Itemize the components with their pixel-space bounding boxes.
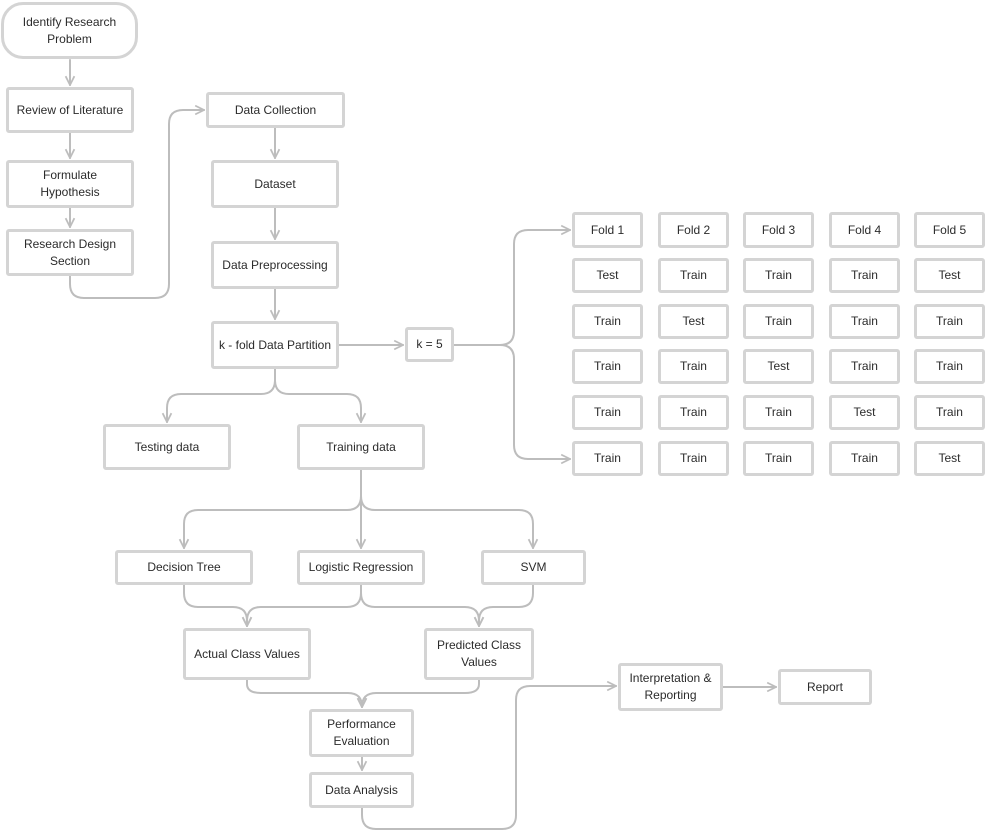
arrow-logistic-to-predicted — [360, 584, 479, 626]
k-value-node: k = 5 — [405, 327, 454, 362]
fold-cell: Train — [914, 349, 985, 384]
training-data-label: Training data — [326, 439, 396, 454]
performance-evaluation-label: Performance Evaluation — [327, 717, 396, 748]
performance-evaluation-node: Performance Evaluation — [309, 709, 414, 757]
arrow-partition-to-training — [274, 368, 361, 422]
arrow-actual-to-performance — [246, 679, 362, 707]
predicted-class-values-label: Predicted Class Values — [436, 638, 522, 669]
data-analysis-node: Data Analysis — [309, 772, 414, 808]
kfold-data-partition-node: k - fold Data Partition — [211, 321, 339, 369]
data-analysis-label: Data Analysis — [325, 782, 398, 797]
data-collection-label: Data Collection — [234, 102, 317, 117]
research-design-section-node: Research Design Section — [6, 229, 134, 276]
testing-data-node: Testing data — [103, 424, 231, 470]
interpretation-reporting-node: Interpretation & Reporting — [618, 663, 723, 711]
data-collection-node: Data Collection — [206, 92, 345, 128]
fold-cell: Train — [572, 349, 643, 384]
interpretation-reporting-label: Interpretation & Reporting — [629, 671, 712, 702]
review-of-literature-label: Review of Literature — [16, 102, 124, 117]
fold-cell: Train — [829, 349, 900, 384]
fold-cell: Test — [572, 258, 643, 293]
kfold-data-partition-label: k - fold Data Partition — [218, 337, 332, 352]
fold-header-2: Fold 2 — [658, 212, 729, 248]
report-label: Report — [806, 679, 844, 694]
arrow-logistic-to-actual — [247, 584, 362, 626]
arrow-k-to-last-row — [453, 344, 570, 459]
fold-cell: Test — [914, 258, 985, 293]
dataset-label: Dataset — [254, 176, 296, 191]
fold-cell: Test — [914, 441, 985, 476]
training-data-node: Training data — [297, 424, 425, 470]
fold-header-1: Fold 1 — [572, 212, 643, 248]
fold-cell: Train — [572, 395, 643, 430]
arrow-design-to-collection — [69, 110, 204, 299]
identify-research-problem-label: Identify Research Problem — [22, 14, 117, 46]
fold-header-5: Fold 5 — [914, 212, 985, 248]
data-preprocessing-label: Data Preprocessing — [222, 257, 328, 272]
review-of-literature-node: Review of Literature — [6, 87, 134, 133]
fold-cell: Train — [914, 395, 985, 430]
dataset-node: Dataset — [211, 160, 339, 208]
fold-cell: Test — [829, 395, 900, 430]
arrow-svm-to-predicted — [479, 584, 534, 626]
arrow-k-to-fold-header — [453, 230, 570, 346]
arrow-partition-to-testing — [167, 368, 276, 422]
fold-cell: Train — [658, 441, 729, 476]
actual-class-values-node: Actual Class Values — [183, 628, 311, 680]
decision-tree-label: Decision Tree — [147, 560, 221, 574]
logistic-regression-label: Logistic Regression — [308, 560, 414, 574]
fold-cell: Train — [914, 304, 985, 339]
fold-cell: Train — [829, 258, 900, 293]
formulate-hypothesis-node: Formulate Hypothesis — [6, 160, 134, 208]
arrow-decision-tree-to-actual — [183, 584, 247, 626]
fold-header-4: Fold 4 — [829, 212, 900, 248]
logistic-regression-node: Logistic Regression — [297, 550, 425, 585]
fold-cell: Train — [829, 304, 900, 339]
fold-cell: Train — [743, 304, 814, 339]
testing-data-label: Testing data — [134, 439, 200, 454]
data-preprocessing-node: Data Preprocessing — [211, 241, 339, 289]
k-value-label: k = 5 — [416, 337, 443, 351]
fold-cell: Train — [829, 441, 900, 476]
fold-cell: Train — [572, 441, 643, 476]
fold-cell: Train — [743, 258, 814, 293]
fold-cell: Train — [743, 395, 814, 430]
svm-label: SVM — [520, 560, 547, 574]
fold-cell: Train — [743, 441, 814, 476]
fold-cell: Test — [658, 304, 729, 339]
svm-node: SVM — [481, 550, 586, 585]
arrow-training-to-decision-tree — [184, 469, 362, 548]
arrow-training-to-svm — [360, 469, 533, 548]
identify-research-problem-node: Identify Research Problem — [1, 2, 138, 59]
formulate-hypothesis-label: Formulate Hypothesis — [40, 168, 100, 199]
fold-header-3: Fold 3 — [743, 212, 814, 248]
fold-cell: Train — [572, 304, 643, 339]
predicted-class-values-node: Predicted Class Values — [424, 628, 534, 680]
actual-class-values-label: Actual Class Values — [194, 646, 300, 661]
fold-cell: Train — [658, 349, 729, 384]
fold-cell: Test — [743, 349, 814, 384]
report-node: Report — [778, 669, 872, 705]
decision-tree-node: Decision Tree — [115, 550, 253, 585]
research-design-section-label: Research Design Section — [23, 236, 117, 268]
arrow-predicted-to-performance — [362, 679, 480, 707]
arrow-analysis-to-interpretation — [361, 686, 616, 830]
fold-cell: Train — [658, 395, 729, 430]
fold-cell: Train — [658, 258, 729, 293]
